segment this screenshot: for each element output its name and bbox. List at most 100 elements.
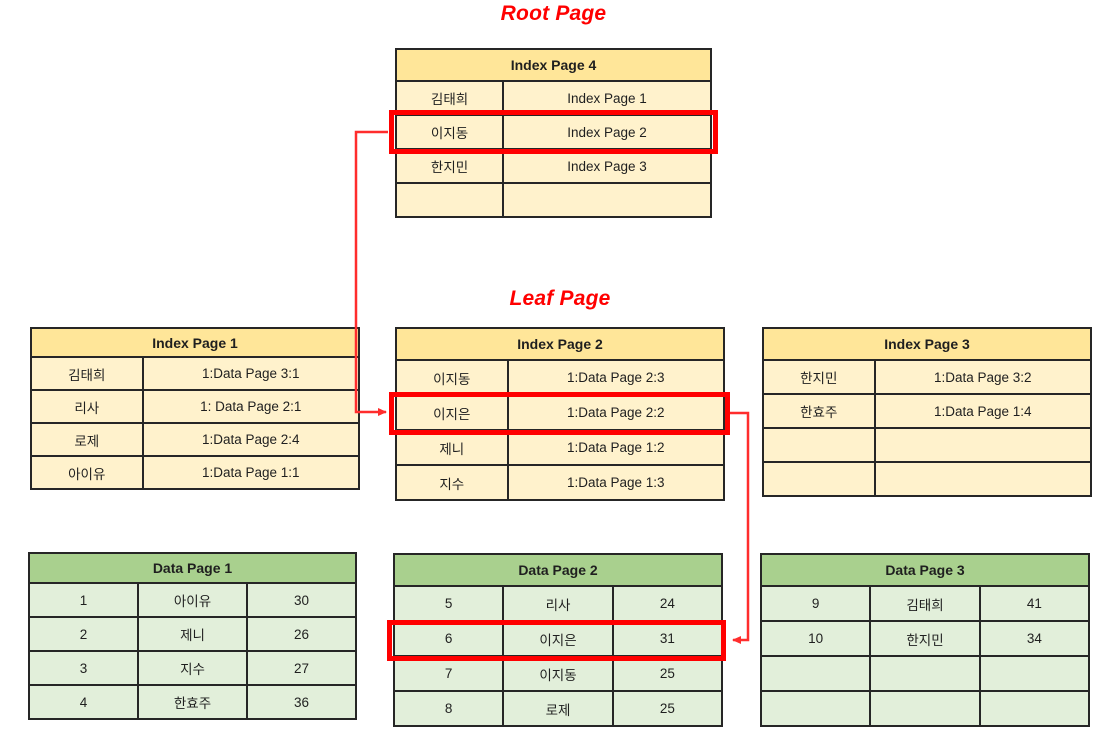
table-cell: 이지동 <box>395 359 509 396</box>
table-cell: 41 <box>978 585 1091 622</box>
table-cell <box>759 690 872 727</box>
table-cell: 1:Data Page 3:2 <box>873 359 1093 395</box>
table-cell: 리사 <box>30 389 144 424</box>
table-cell: 1:Data Page 1:1 <box>141 455 361 490</box>
table-cell: 이지은 <box>502 620 614 657</box>
table-cell: 1:Data Page 1:3 <box>506 464 726 501</box>
table-cell: 34 <box>978 620 1091 657</box>
table-cell: 김태희 <box>869 585 981 622</box>
table-cell: 한효주 <box>762 393 876 429</box>
table-title: Index Page 3 <box>762 327 1092 361</box>
table-cell <box>502 182 712 218</box>
table-cell: 4 <box>28 684 139 720</box>
table-cell: 1:Data Page 3:1 <box>141 356 361 391</box>
table-cell: Index Page 1 <box>502 80 712 116</box>
table-cell: 제니 <box>137 616 248 652</box>
table-cell: 25 <box>611 655 724 692</box>
table-cell: Index Page 3 <box>502 148 712 184</box>
table-cell: 이지동 <box>394 114 505 150</box>
table-cell <box>978 655 1091 692</box>
table-cell: 리사 <box>502 585 614 622</box>
arrow-root-to-leaf <box>354 130 388 416</box>
table-cell: 한지민 <box>869 620 981 657</box>
table-cell: 아이유 <box>30 455 144 490</box>
table-row <box>759 655 1091 692</box>
table-title: Data Page 2 <box>393 553 723 587</box>
table-cell <box>869 655 981 692</box>
table-title: Index Page 1 <box>30 327 360 358</box>
table-cell: 로제 <box>30 422 144 457</box>
table-cell: 36 <box>246 684 357 720</box>
table-cell: 25 <box>611 690 724 727</box>
table-cell: 3 <box>28 650 139 686</box>
table-row <box>394 182 712 218</box>
table-cell: 31 <box>611 620 724 657</box>
table-cell <box>873 427 1093 463</box>
table-cell <box>762 461 876 497</box>
table-cell: 5 <box>392 585 505 622</box>
table-cell: 한지민 <box>394 148 505 184</box>
table-cell: 로제 <box>502 690 614 727</box>
table-header-row: Index Page 4 <box>395 48 712 82</box>
table-header-row: Index Page 2 <box>395 327 725 361</box>
table-cell: 24 <box>611 585 724 622</box>
table-cell: 6 <box>392 620 505 657</box>
table-cell: 이지동 <box>502 655 614 692</box>
table-header-row: Data Page 1 <box>28 552 357 584</box>
table-cell: 27 <box>246 650 357 686</box>
table-cell <box>394 182 505 218</box>
table-cell: 1 <box>28 582 139 618</box>
table-cell: 이지은 <box>395 394 509 431</box>
table-cell: 2 <box>28 616 139 652</box>
table-cell <box>762 427 876 463</box>
table-cell: 1:Data Page 2:4 <box>141 422 361 457</box>
table-cell: 26 <box>246 616 357 652</box>
table-header-row: Data Page 2 <box>393 553 723 587</box>
table-row <box>762 461 1093 497</box>
table-cell: 아이유 <box>137 582 248 618</box>
table-cell: 제니 <box>395 429 509 466</box>
table-cell: 김태희 <box>394 80 505 116</box>
table-row <box>762 427 1093 463</box>
table-title: Index Page 4 <box>395 48 712 82</box>
table-cell: 8 <box>392 690 505 727</box>
table-header-row: Index Page 3 <box>762 327 1092 361</box>
table-cell: 1:Data Page 2:2 <box>506 394 726 431</box>
root-page-title: Root Page <box>500 2 607 25</box>
arrow-leaf-to-data <box>730 411 750 644</box>
table-cell: 7 <box>392 655 505 692</box>
table-cell: 1:Data Page 1:2 <box>506 429 726 466</box>
table-cell: 한효주 <box>137 684 248 720</box>
table-title: Index Page 2 <box>395 327 725 361</box>
table-cell: 1:Data Page 1:4 <box>873 393 1093 429</box>
table-header-row: Index Page 1 <box>30 327 360 358</box>
table-cell: 1:Data Page 2:3 <box>506 359 726 396</box>
table-cell: 10 <box>759 620 872 657</box>
